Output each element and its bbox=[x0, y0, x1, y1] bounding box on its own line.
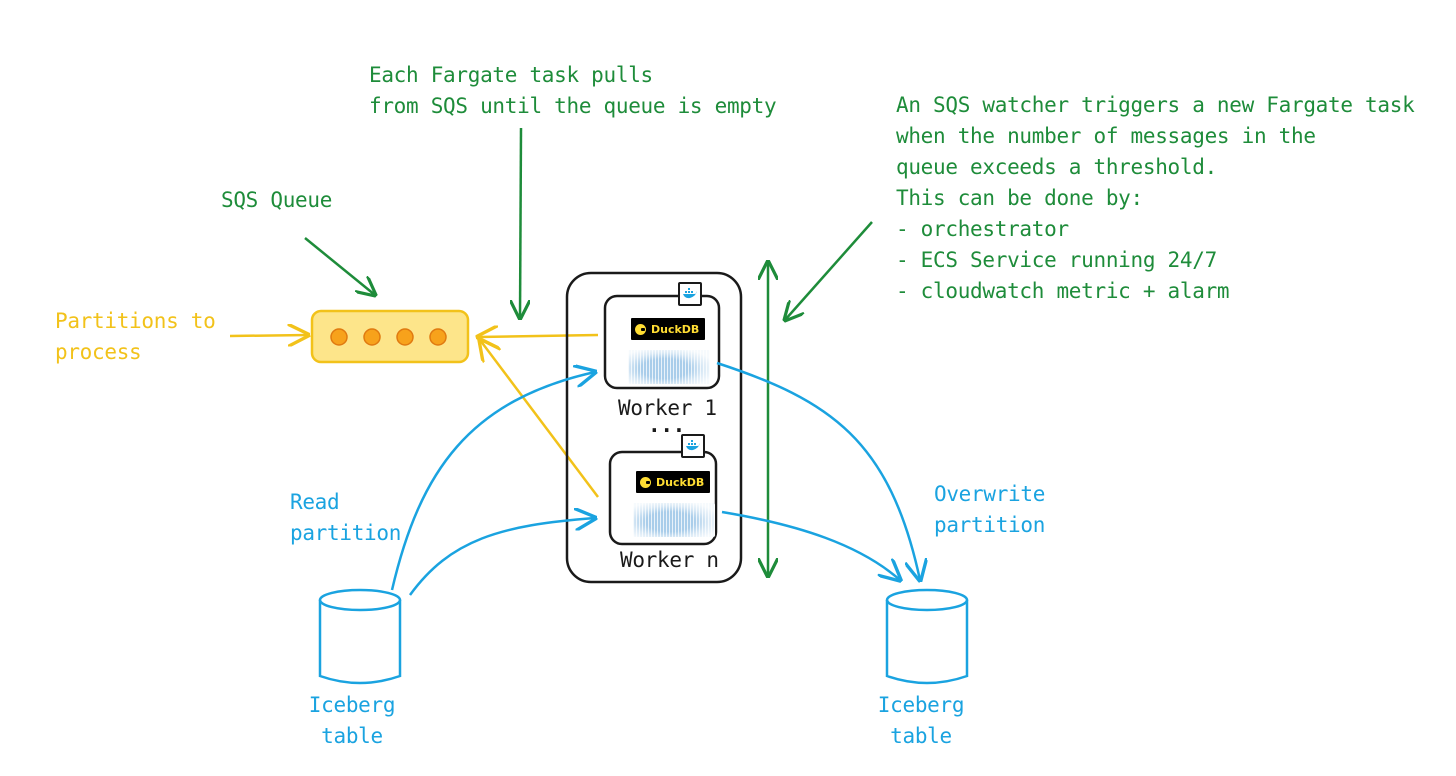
fargate-container bbox=[565, 271, 743, 584]
arrow-worker1-to-queue bbox=[478, 335, 599, 337]
sqs-queue-label: SQS Queue bbox=[221, 188, 333, 212]
duckdb-logo: DuckDB bbox=[636, 471, 711, 493]
read-partition-label: Read partition bbox=[290, 490, 402, 545]
arrow-each-task bbox=[520, 127, 521, 318]
worker-1-box bbox=[603, 294, 721, 390]
arrow-sqs-queue bbox=[304, 237, 375, 295]
iceberg-table-left-label: Iceberg table bbox=[308, 693, 396, 748]
queue-message-dot bbox=[363, 328, 381, 346]
iceberg-table-right-cylinder bbox=[885, 588, 969, 685]
duckdb-label: DuckDB bbox=[651, 322, 700, 336]
queue-message-dot bbox=[330, 328, 348, 346]
duckdb-logo: DuckDB bbox=[631, 318, 706, 340]
arrow-partitions-to-queue bbox=[229, 335, 308, 336]
arrow-read-worker1 bbox=[390, 372, 595, 591]
overwrite-partition-label: Overwrite partition bbox=[934, 482, 1046, 537]
worker-n-box bbox=[608, 450, 718, 546]
worker-1-label: Worker 1 bbox=[618, 396, 717, 420]
arrow-overwrite-worker1 bbox=[716, 361, 920, 580]
worker-ellipsis: ... bbox=[648, 413, 686, 437]
polars-bear-image bbox=[628, 350, 710, 384]
iceberg-table-right-label: Iceberg table bbox=[877, 693, 965, 748]
docker-icon bbox=[681, 434, 705, 458]
duckdb-icon bbox=[640, 476, 651, 488]
watcher-annotation: An SQS watcher triggers a new Fargate ta… bbox=[896, 93, 1415, 303]
arrow-watcher bbox=[785, 221, 873, 320]
arrow-overwrite-workern bbox=[721, 510, 900, 580]
arrow-workern-to-queue bbox=[480, 340, 599, 498]
worker-n-label: Worker n bbox=[620, 548, 719, 572]
sqs-queue-box bbox=[310, 309, 470, 364]
partitions-to-process-label: Partitions to process bbox=[55, 309, 216, 364]
duckdb-label: DuckDB bbox=[656, 475, 705, 489]
duckdb-icon bbox=[635, 323, 646, 335]
polars-bear-image bbox=[633, 503, 715, 537]
each-task-annotation: Each Fargate task pulls from SQS until t… bbox=[369, 63, 777, 118]
arrow-read-workern bbox=[408, 518, 595, 596]
queue-message-dot bbox=[429, 328, 447, 346]
iceberg-table-left-cylinder bbox=[318, 588, 402, 685]
docker-icon bbox=[678, 282, 702, 306]
queue-message-dot bbox=[396, 328, 414, 346]
